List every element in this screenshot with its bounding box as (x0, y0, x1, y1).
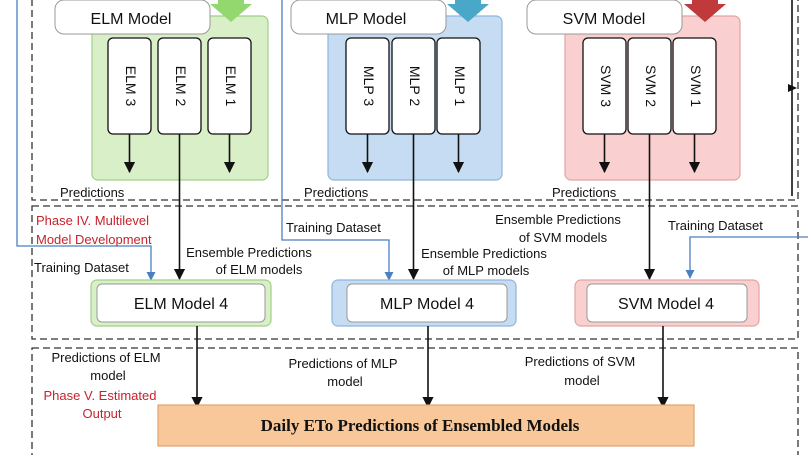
elm-training-dataset-label: Training Dataset (34, 260, 129, 275)
phase-frame-iv (31, 205, 799, 340)
svm-down-arrow-icon (684, 0, 726, 22)
ensemble-mlp-line2: of MLP models (443, 263, 530, 278)
ensemble-elm-line1: Ensemble Predictions (186, 245, 312, 260)
elm-predictions-label: Predictions (60, 185, 125, 200)
elm-title-box (54, 0, 211, 35)
submodel-label: MLP 1 (452, 66, 468, 106)
elm-model4-box (96, 283, 266, 323)
pred-elm-line2: model (90, 368, 126, 383)
ensemble-arrows (173, 134, 656, 281)
elm-training-connector (16, 0, 156, 281)
final-output-box (157, 404, 695, 447)
mlp-model4-box (346, 283, 508, 323)
mlp-training-connector (281, 0, 394, 281)
mlp-submodels: MLP 3 MLP 2 MLP 1 (345, 37, 481, 135)
elm-submodels: ELM 3 ELM 2 ELM 1 (107, 37, 252, 135)
mlp-down-arrow-icon (447, 0, 489, 22)
phase-v-line1: Phase V. Estimated (44, 388, 157, 403)
submodel-output-arrows (123, 134, 701, 174)
elm-title: ELM Model (91, 11, 172, 28)
mlp-title-box (290, 0, 447, 35)
mlp-predictions-label: Predictions (304, 185, 369, 200)
phase-iv-line1: Phase IV. Multilevel (36, 213, 149, 228)
submodel-label: ELM 1 (223, 66, 239, 107)
pred-svm-line1: Predictions of SVM (525, 354, 636, 369)
svm-model4-box (586, 283, 748, 323)
svm-predictions-label: Predictions (552, 185, 617, 200)
submodel-label: MLP 3 (361, 66, 377, 106)
elm-model4-label: ELM Model 4 (134, 296, 228, 313)
pred-elm-line1: Predictions of ELM (51, 350, 160, 365)
mlp-training-dataset-label: Training Dataset (286, 220, 381, 235)
submodel-label: SVM 1 (688, 65, 704, 107)
pred-svm-line2: model (564, 373, 600, 388)
mlp-model4-label: MLP Model 4 (380, 296, 474, 313)
ensemble-svm-line2: of SVM models (519, 230, 608, 245)
svm-title-box (526, 0, 683, 35)
phase-v-line2: Output (82, 406, 121, 421)
right-edge-arrowhead-icon (788, 84, 797, 92)
final-arrows (191, 326, 669, 409)
svm-training-dataset-label: Training Dataset (668, 218, 763, 233)
phase-iv-line2: Model Development (36, 232, 152, 247)
final-output-label: Daily ETo Predictions of Ensembled Model… (261, 416, 580, 435)
elm-down-arrow-icon (210, 0, 252, 22)
submodel-label: ELM 3 (123, 66, 139, 107)
svm-submodels: SVM 3 SVM 2 SVM 1 (582, 37, 717, 135)
phase-frame-top (31, 0, 799, 201)
svm-model4-label: SVM Model 4 (618, 296, 714, 313)
ensemble-svm-line1: Ensemble Predictions (495, 212, 621, 227)
submodel-label: ELM 2 (173, 66, 189, 107)
ensemble-mlp-line1: Ensemble Predictions (421, 246, 547, 261)
pred-mlp-line2: model (327, 374, 363, 389)
submodel-label: SVM 3 (598, 65, 614, 107)
svm-title: SVM Model (563, 11, 646, 28)
submodel-label: MLP 2 (407, 66, 423, 106)
svm-training-connector (685, 236, 808, 279)
mlp-title: MLP Model (326, 11, 407, 28)
pred-mlp-line1: Predictions of MLP (288, 356, 397, 371)
submodel-label: SVM 2 (643, 65, 659, 107)
ensemble-elm-line2: of ELM models (216, 262, 303, 277)
